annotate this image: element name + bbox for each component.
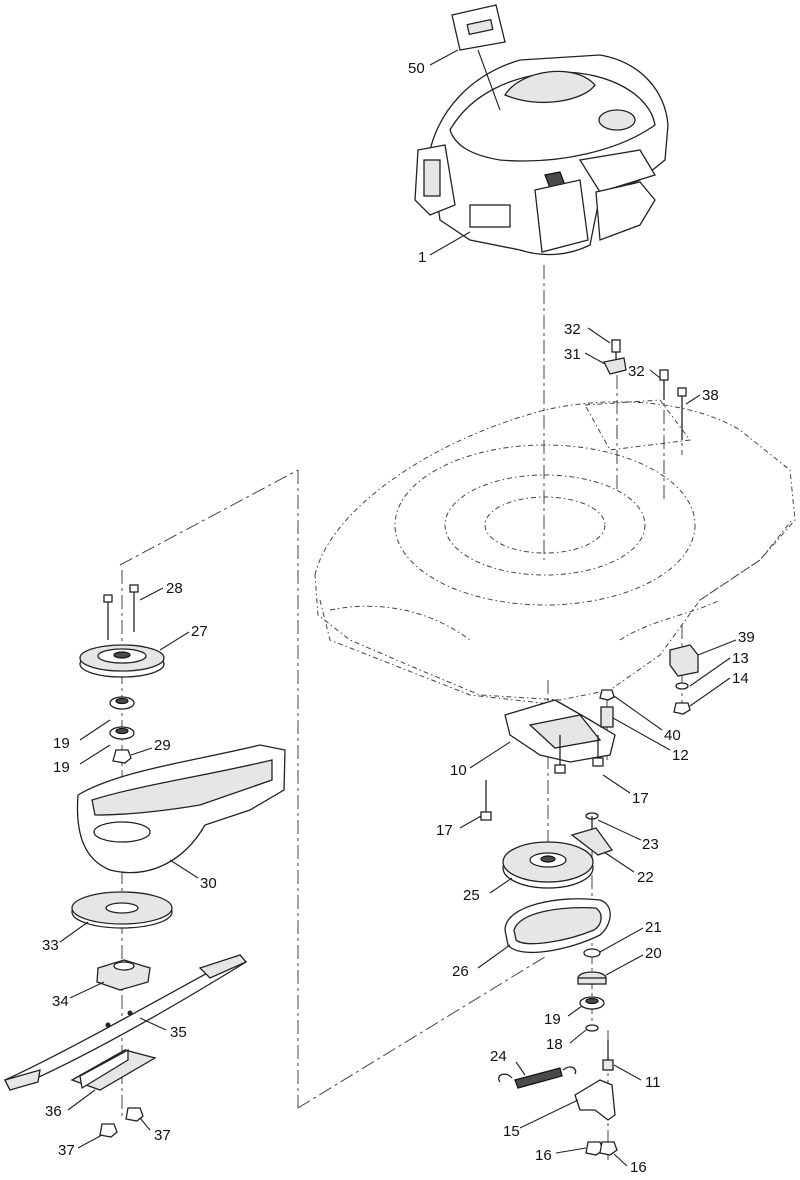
callout-33: 33 bbox=[42, 937, 59, 954]
callout-19: 19 bbox=[53, 759, 70, 776]
callout-40: 40 bbox=[664, 727, 681, 744]
callout-31: 31 bbox=[564, 346, 581, 363]
callout-24: 24 bbox=[490, 1048, 507, 1065]
callout-26: 26 bbox=[452, 963, 469, 980]
callout-32: 32 bbox=[564, 321, 581, 338]
callout-27: 27 bbox=[191, 623, 208, 640]
callout-labels: 50 1 32 31 32 38 28 27 39 13 14 19 29 19… bbox=[42, 60, 755, 1176]
callout-21: 21 bbox=[645, 919, 662, 936]
callout-19: 19 bbox=[53, 735, 70, 752]
callout-11: 11 bbox=[645, 1074, 661, 1091]
engine bbox=[414, 54, 669, 256]
callout-28: 28 bbox=[166, 580, 183, 597]
callout-29: 29 bbox=[154, 737, 171, 754]
callout-1: 1 bbox=[418, 249, 426, 266]
callout-16: 16 bbox=[535, 1147, 552, 1164]
callout-39: 39 bbox=[738, 629, 755, 646]
leader-lines bbox=[59, 49, 737, 1167]
callout-35: 35 bbox=[170, 1024, 187, 1041]
engine-decal bbox=[451, 4, 506, 111]
callout-12: 12 bbox=[672, 747, 689, 764]
callout-16: 16 bbox=[630, 1159, 647, 1176]
blade-assembly-parts bbox=[4, 584, 286, 1138]
callout-50: 50 bbox=[408, 60, 425, 77]
engine-mount-fasteners bbox=[603, 339, 687, 440]
callout-14: 14 bbox=[732, 670, 749, 687]
callout-22: 22 bbox=[637, 869, 654, 886]
callout-32: 32 bbox=[628, 363, 645, 380]
callout-36: 36 bbox=[45, 1103, 62, 1120]
callout-37: 37 bbox=[58, 1142, 75, 1159]
callout-30: 30 bbox=[200, 875, 217, 892]
callout-37: 37 bbox=[154, 1127, 171, 1144]
drive-assembly-parts bbox=[480, 644, 699, 1156]
callout-17: 17 bbox=[632, 790, 649, 807]
callout-25: 25 bbox=[463, 887, 480, 904]
callout-34: 34 bbox=[52, 993, 69, 1010]
assembly-axes bbox=[119, 265, 683, 1160]
callout-18: 18 bbox=[546, 1036, 563, 1053]
callout-13: 13 bbox=[732, 650, 749, 667]
callout-15: 15 bbox=[503, 1123, 520, 1140]
callout-17: 17 bbox=[436, 822, 453, 839]
callout-20: 20 bbox=[645, 945, 662, 962]
callout-19: 19 bbox=[544, 1011, 561, 1028]
callout-23: 23 bbox=[642, 836, 659, 853]
mower-deck-outline bbox=[314, 399, 796, 706]
callout-38: 38 bbox=[702, 387, 719, 404]
callout-10: 10 bbox=[450, 762, 467, 779]
